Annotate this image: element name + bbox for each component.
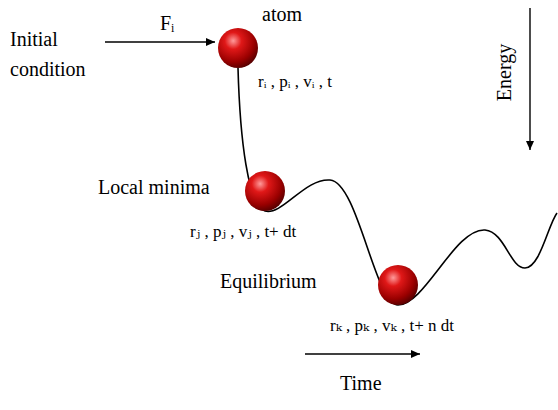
atom-sphere <box>218 28 258 68</box>
atom-sphere <box>378 265 418 305</box>
axis-label: Time <box>340 372 382 395</box>
axis-label: Energy <box>494 43 517 100</box>
energy-curve <box>238 68 557 305</box>
state-label: rₖ , pₖ , vₖ , t+ n dt <box>330 316 454 336</box>
force-label: Fᵢ <box>160 12 174 35</box>
energy-arrow <box>529 8 530 150</box>
equilibrium-label: Equilibrium <box>220 270 317 293</box>
state-label: rᵢ , pᵢ , vᵢ , t <box>258 72 332 92</box>
atom-label: atom <box>262 3 302 26</box>
time-arrow <box>305 353 420 354</box>
atom-sphere <box>245 171 285 211</box>
condition-label: Initial condition <box>10 24 102 84</box>
minimum-label: Local minima <box>98 176 210 199</box>
force-arrow <box>105 41 215 42</box>
state-label: rⱼ , pⱼ , vⱼ , t+ dt <box>190 222 296 242</box>
